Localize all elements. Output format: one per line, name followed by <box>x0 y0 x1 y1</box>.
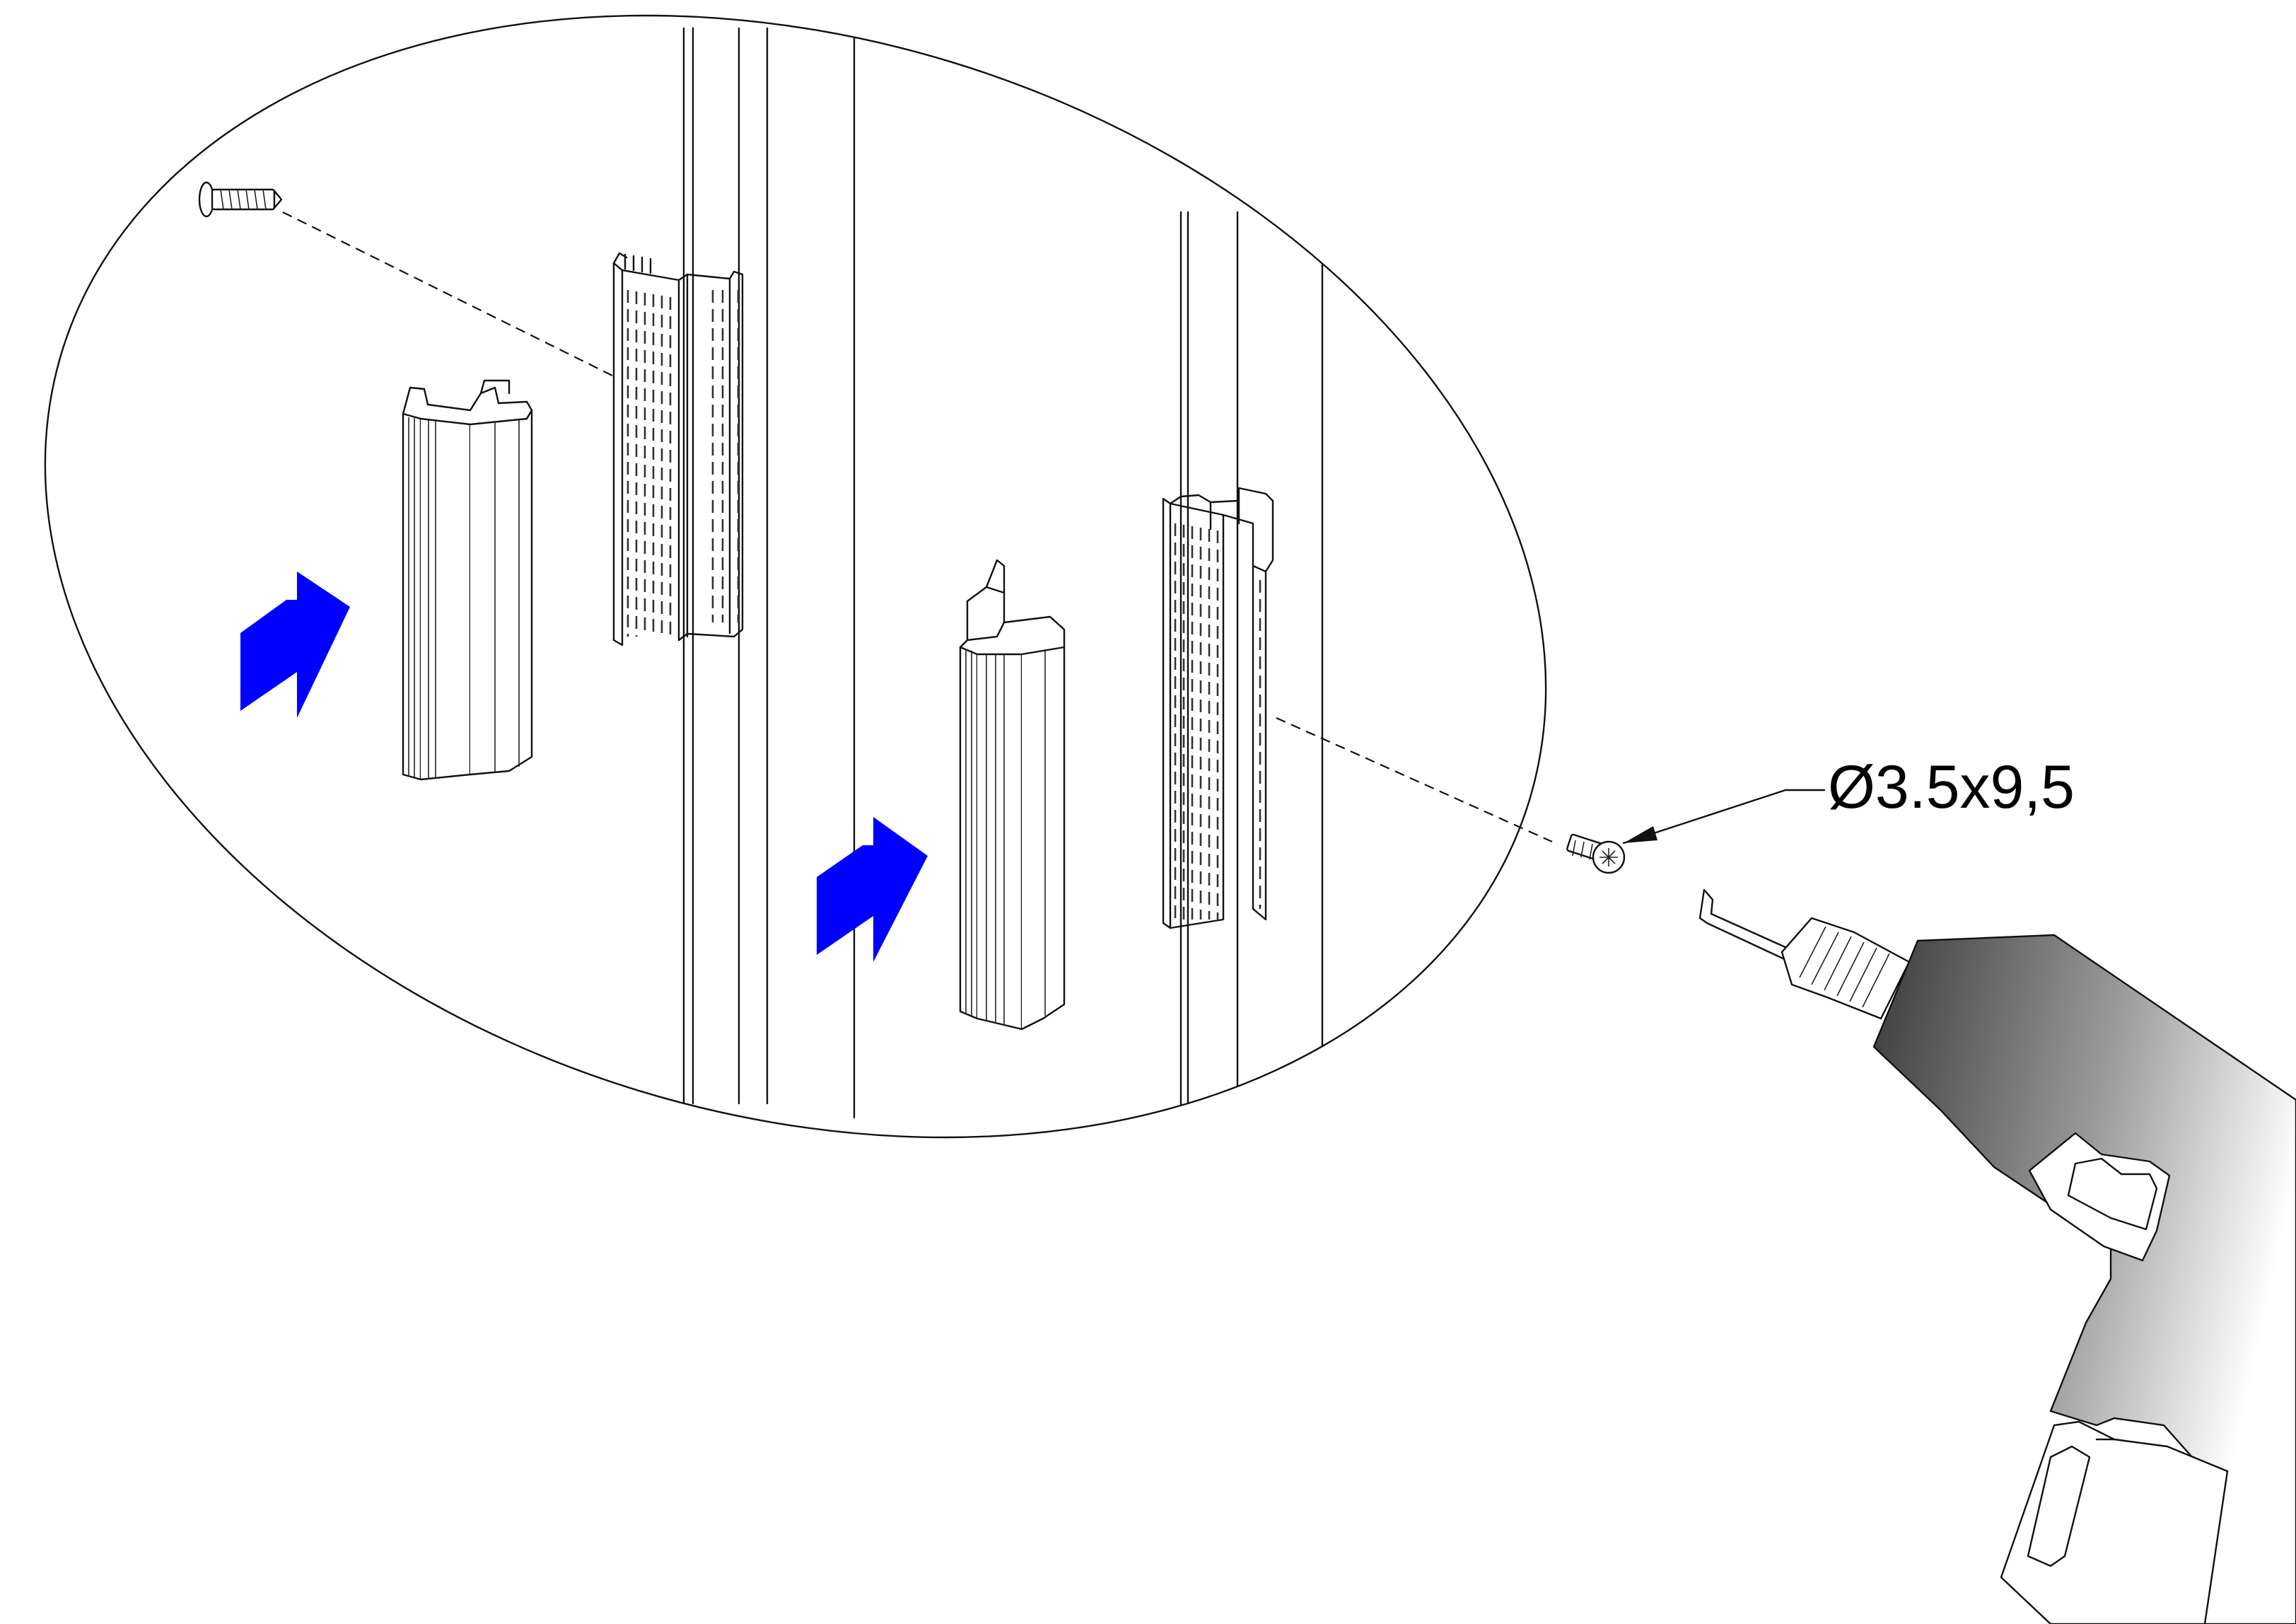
dimension-callout: Ø3.5x9,5 <box>1622 753 2075 845</box>
profile-loose-right <box>959 559 1066 1031</box>
cabinet-side-panels <box>682 27 1324 1147</box>
push-arrow-left <box>240 572 350 718</box>
screw-dimension-label: Ø3.5x9,5 <box>1828 753 2075 821</box>
screw-top <box>198 181 283 218</box>
detail-ellipse <box>44 14 1547 1139</box>
bracket-installed-right <box>1162 487 1274 929</box>
guide-line-bottom <box>1276 717 1553 843</box>
bracket-installed-left <box>612 252 744 646</box>
push-arrow-right <box>817 817 928 962</box>
drill-body <box>1872 934 2296 1624</box>
drill-battery <box>2000 1420 2229 1624</box>
detail-view <box>44 14 1553 1147</box>
screw-bottom <box>1566 833 1626 874</box>
cordless-drill-icon <box>1698 888 2296 1624</box>
profile-loose-left <box>402 379 533 781</box>
guide-line-top <box>282 211 614 377</box>
